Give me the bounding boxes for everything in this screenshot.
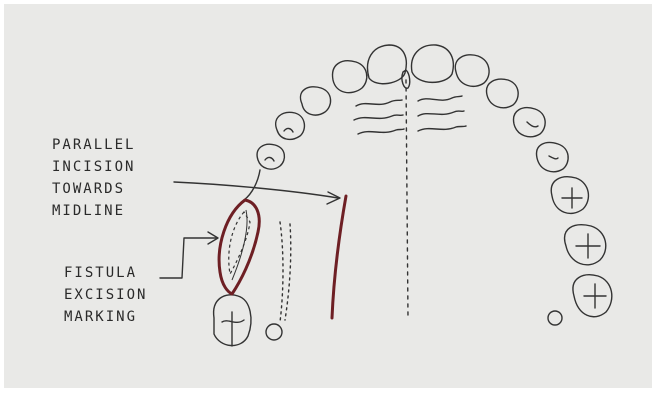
label-line: FISTULA — [64, 262, 147, 284]
label-line: MARKING — [64, 306, 147, 328]
label-line: EXCISION — [64, 284, 147, 306]
label-line: TOWARDS — [52, 178, 135, 200]
parallel-incision-label: PARALLEL INCISION TOWARDS MIDLINE — [52, 134, 135, 222]
label-line: PARALLEL — [52, 134, 135, 156]
fistula-excision-label: FISTULA EXCISION MARKING — [64, 262, 147, 328]
label-line: INCISION — [52, 156, 135, 178]
label-line: MIDLINE — [52, 200, 135, 222]
